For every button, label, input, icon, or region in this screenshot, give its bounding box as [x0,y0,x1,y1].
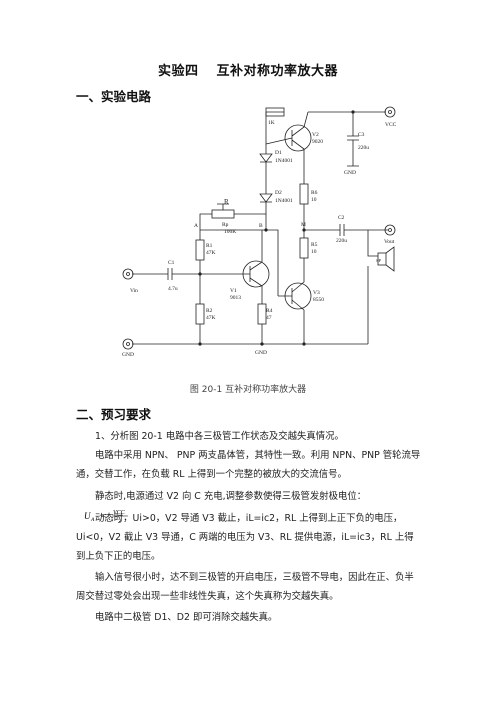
label-r2-val: 47K [206,315,216,321]
label-v3: V3 [313,290,320,296]
label-vcc: VCC [385,122,397,128]
section-heading-preview: 二、预习要求 [76,407,152,422]
label-node-b: B [259,223,263,229]
label-r3: R3 [268,106,275,108]
title-part1: 实验四 [157,64,199,79]
label-rp: Rp [222,222,229,228]
label-r-pot: R [224,198,229,206]
label-d1-model: 1N4001 [275,158,293,164]
label-d2-model: 1N4001 [275,198,293,204]
label-rp-val: 100K [224,229,236,235]
paragraph-4: 动态时，Ui>0，V2 导通 V3 截止，iL=ic2，RL 上得到上正下负的电… [76,513,414,562]
label-r4-val: 47 [266,315,272,321]
label-c3: C3 [358,132,365,138]
label-gnd-top: GND [344,170,356,176]
label-node-a: A [194,223,198,229]
title-part2: 互补对称功率放大器 [216,64,339,79]
formula-eq: = [101,511,106,521]
label-vin: Vin [130,288,138,294]
paragraph-5: 输入信号很小时，达不到三极管的开启电压，三极管不导电，因此在正、负半周交替过零处… [76,572,414,602]
page-title: 实验四 互补对称功率放大器 [0,60,496,79]
label-r1-val: 47K [206,250,216,256]
label-c1-val: 4.7u [168,286,178,292]
label-node-m: M [301,222,306,228]
label-r6-val: 10 [311,197,317,203]
label-sp: SP [376,258,382,263]
label-r6: R6 [311,190,318,196]
formula-den: 2 [118,519,121,525]
circuit-diagram: R3 1K V2 9020 C3 220u VCC GND D1 1N4001 … [122,106,397,358]
formula-num: VCC [113,510,126,516]
label-d2: D2 [275,190,282,196]
label-r5-val: 10 [311,249,317,255]
label-r4: R4 [266,308,273,314]
paragraph-3-text: 静态时,电源通过 V2 向 C 充电,调整参数使得三极管发射极电位： [95,491,367,502]
label-d1: D1 [275,150,282,156]
label-gnd-left: GND [122,352,134,358]
paragraph-6: 电路中二极管 D1、D2 即可消除交越失真。 [95,612,278,623]
label-v2-model: 9020 [312,139,323,145]
paragraph-1: 1、分析图 20-1 电路中各三极管工作状态及交越失真情况。 [95,431,344,442]
label-r5: R5 [311,242,318,248]
label-r1: R1 [206,243,213,249]
paragraph-3: 静态时,电源通过 V2 向 C 充电,调整参数使得三极管发射极电位： U A =… [76,487,421,525]
label-v2: V2 [312,132,319,138]
label-r3-val: 1K [268,120,275,126]
label-v1-model: 9013 [230,295,241,301]
label-c2-val: 220u [336,238,347,244]
label-gnd-mid: GND [255,350,267,356]
section-heading-circuit: 一、实验电路 [76,89,152,104]
label-c1: C1 [168,260,175,266]
figure-caption: 图 20-1 互补对称功率放大器 [189,385,307,395]
label-c3-val: 220u [358,145,369,151]
formula-lhs: U [84,511,91,521]
formula-ua: U A = VCC 2 [84,510,128,525]
label-c2: C2 [338,215,345,221]
label-vout: Vout [384,239,395,245]
formula-sub: A [90,517,95,523]
label-r2: R2 [206,308,213,314]
label-v3-model: 8550 [313,297,324,303]
label-v1: V1 [230,288,237,294]
paragraph-2: 电路中采用 NPN、 PNP 两支晶体管，其特性一致。利用 NPN、PNP 管轮… [76,450,421,480]
